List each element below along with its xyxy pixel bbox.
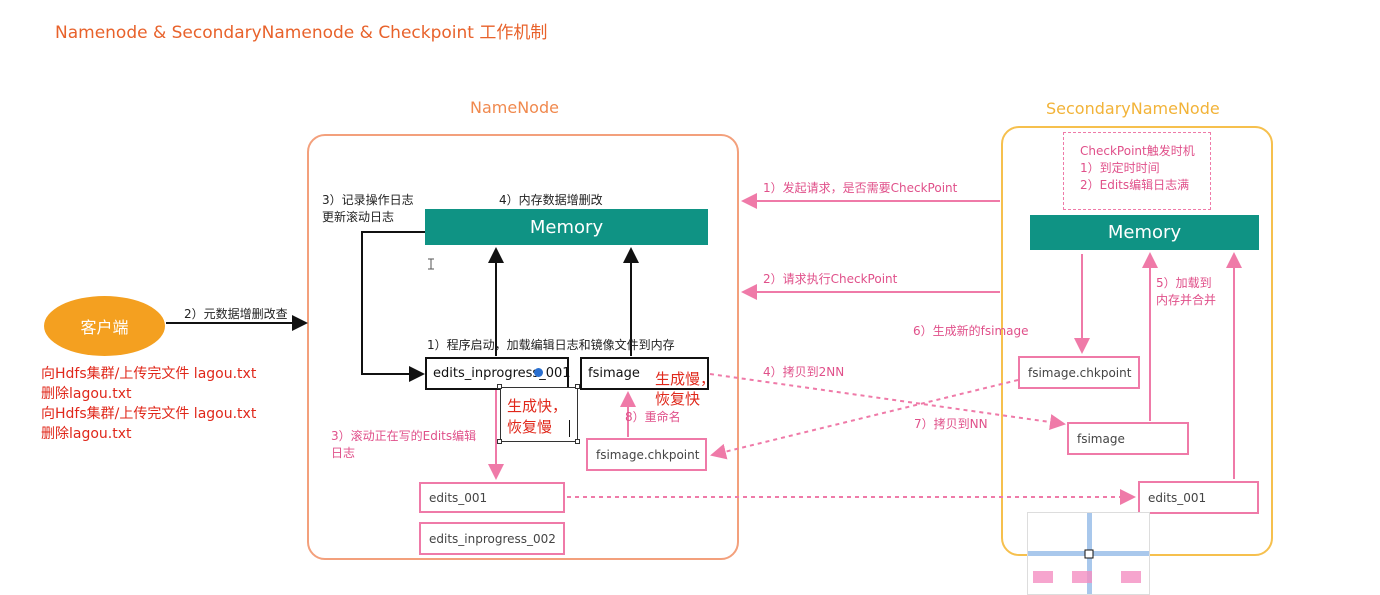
trigger-item-2: 2）Edits编辑日志满 (1080, 178, 1190, 192)
client-step2-text: 2）元数据增删改查 (184, 307, 288, 321)
step3-roll-text: 3）滚动正在写的Edits编辑 日志 (331, 428, 476, 462)
page-title: Namenode & SecondaryNamenode & Checkpoin… (55, 23, 548, 43)
snn-fsimage-label: fsimage (1077, 431, 1125, 446)
annotation-fast-line2: 恢复慢 (507, 418, 553, 436)
resize-handle[interactable] (497, 439, 502, 444)
namenode-panel (307, 134, 739, 560)
step1-request-text: 1）发起请求，是否需要CheckPoint (763, 181, 958, 195)
cursor-dot-icon (534, 368, 543, 377)
magnifier-preview (1027, 512, 1150, 595)
step5-text: 5）加载到 内存并合并 (1156, 275, 1216, 309)
secondary-memory-box: Memory (1030, 215, 1259, 250)
client-notes: 向Hdfs集群/上传完文件 lagou.txt 删除lagou.txt 向Hdf… (41, 364, 256, 444)
fsimage-box: fsimage (580, 357, 709, 390)
annotation-slow: 生成慢， 恢复快 (655, 369, 715, 409)
step1-startup-text: 1）程序启动，加载编辑日志和镜像文件到内存 (427, 338, 675, 352)
trigger-item-1: 1）到定时时间 (1080, 161, 1160, 175)
annotation-fast-line1: 生成快， (507, 397, 568, 415)
edits-inprogress-label: edits_inprogress_001 (433, 366, 571, 381)
resize-handle[interactable] (497, 384, 502, 389)
client-label: 客户端 (80, 318, 129, 337)
edits-inprogress-002-label: edits_inprogress_002 (429, 531, 556, 546)
annotation-slow-line1: 生成慢， (655, 370, 716, 388)
client-note: 删除lagou.txt (41, 426, 132, 442)
step3-roll-line2: 日志 (331, 446, 356, 460)
step7-copy-text: 7）拷贝到NN (914, 417, 988, 431)
snn-fsimage-box: fsimage (1067, 422, 1189, 455)
step5-line1: 5）加载到 (1156, 276, 1212, 290)
text-caret (569, 420, 570, 437)
edits-001-label: edits_001 (429, 490, 488, 505)
magnifier-crosshair (1028, 513, 1149, 594)
client-note: 向Hdfs集群/上传完文件 lagou.txt (41, 366, 257, 382)
nn-fsimage-chkpoint-box: fsimage.chkpoint (586, 438, 707, 471)
step3-roll-line1: 3）滚动正在写的Edits编辑 (331, 429, 477, 443)
copy-to-2nn-arrow (709, 373, 1066, 430)
namenode-label: NameNode (470, 98, 559, 117)
secondary-namenode-label: SecondaryNameNode (1046, 99, 1220, 118)
snn-fsimage-chkpoint-box: fsimage.chkpoint (1018, 356, 1140, 389)
resize-handle[interactable] (575, 439, 580, 444)
annotation-fast-textbox[interactable]: 生成快， 恢复慢 (500, 387, 578, 442)
client-note: 向Hdfs集群/上传完文件 lagou.txt (41, 406, 257, 422)
client-note: 删除lagou.txt (41, 386, 132, 402)
snn-edits-001-box: edits_001 (1138, 481, 1259, 514)
step8-rename-text: 8）重命名 (625, 410, 681, 424)
step3-log-line2: 更新滚动日志 (322, 210, 395, 224)
client-node: 客户端 (44, 296, 165, 356)
namenode-memory-box: Memory (425, 209, 708, 245)
step4-memory-text: 4）内存数据增删改 (499, 193, 603, 207)
snn-fsimage-chkpoint-label: fsimage.chkpoint (1028, 365, 1132, 380)
annotation-slow-line2: 恢复快 (655, 390, 701, 408)
trigger-title: CheckPoint触发时机 (1080, 144, 1195, 158)
log-loop-arrow (361, 231, 425, 382)
step3-log-text: 3）记录操作日志 更新滚动日志 (322, 192, 414, 226)
step5-line2: 内存并合并 (1156, 293, 1217, 307)
snn-edits-001-label: edits_001 (1148, 490, 1207, 505)
checkpoint-trigger-box: CheckPoint触发时机 1）到定时时间 2）Edits编辑日志满 (1063, 132, 1211, 210)
edits-inprogress-002-box: edits_inprogress_002 (419, 522, 565, 555)
text-cursor-icon (428, 258, 434, 270)
fsimage-label: fsimage (588, 366, 640, 381)
step3-log-line1: 3）记录操作日志 (322, 193, 414, 207)
step6-text: 6）生成新的fsimage (913, 324, 1029, 338)
edits-001-box: edits_001 (419, 482, 565, 513)
nn-fsimage-chkpoint-label: fsimage.chkpoint (596, 447, 700, 462)
resize-handle[interactable] (575, 384, 580, 389)
step4-copy-text: 4）拷贝到2NN (763, 365, 845, 379)
step2-execute-text: 2）请求执行CheckPoint (763, 272, 898, 286)
